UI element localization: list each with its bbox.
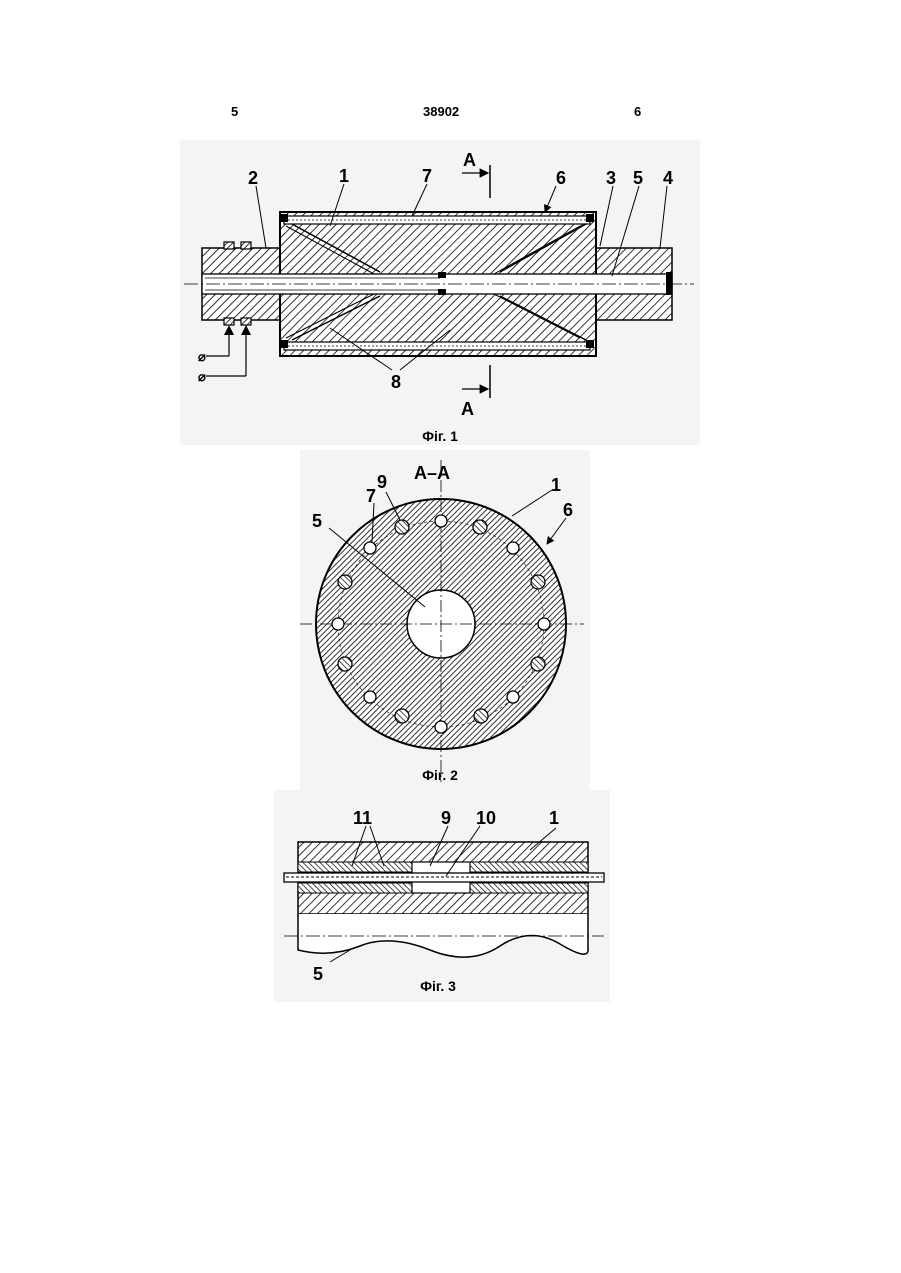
fig3-label-11: 11 <box>353 808 372 828</box>
fig2-label-7: 7 <box>366 486 376 506</box>
figure-2: А–А <box>300 450 590 790</box>
fig2-label-1: 1 <box>551 475 561 495</box>
fig2-label-9: 9 <box>377 472 387 492</box>
fig2-label-6: 6 <box>563 500 573 520</box>
terminal-symbol-2: ⌀ <box>198 369 206 384</box>
fig1-label-2: 2 <box>248 168 258 188</box>
fig3-label-5: 5 <box>313 964 323 984</box>
fig1-end-plug <box>666 272 672 295</box>
fig1-label-3: 3 <box>606 168 616 188</box>
fig1-label-5: 5 <box>633 168 643 188</box>
figure-2-caption: Фіг. 2 <box>380 767 500 783</box>
section-marker-a-top: А <box>463 150 476 170</box>
fig1-label-4: 4 <box>663 168 673 188</box>
fig3-label-1: 1 <box>549 808 559 828</box>
figure-1-caption: Фіг. 1 <box>380 428 500 444</box>
terminal-symbol-1: ⌀ <box>198 349 206 364</box>
fig3-label-10: 10 <box>476 808 496 828</box>
section-marker-a-bottom: А <box>461 399 474 419</box>
fig1-label-6: 6 <box>556 168 566 188</box>
fig3-label-9: 9 <box>441 808 451 828</box>
figure-3: 11 9 10 1 5 <box>274 790 610 1002</box>
figure-3-caption: Фіг. 3 <box>378 978 498 994</box>
fig2-section-title: А–А <box>414 463 450 483</box>
fig2-label-5: 5 <box>312 511 322 531</box>
fig1-label-7: 7 <box>422 166 432 186</box>
figure-1: ⌀ ⌀ А А 2 1 7 6 3 5 4 8 <box>180 140 700 445</box>
fig1-label-8: 8 <box>391 372 401 392</box>
fig1-label-1: 1 <box>339 166 349 186</box>
